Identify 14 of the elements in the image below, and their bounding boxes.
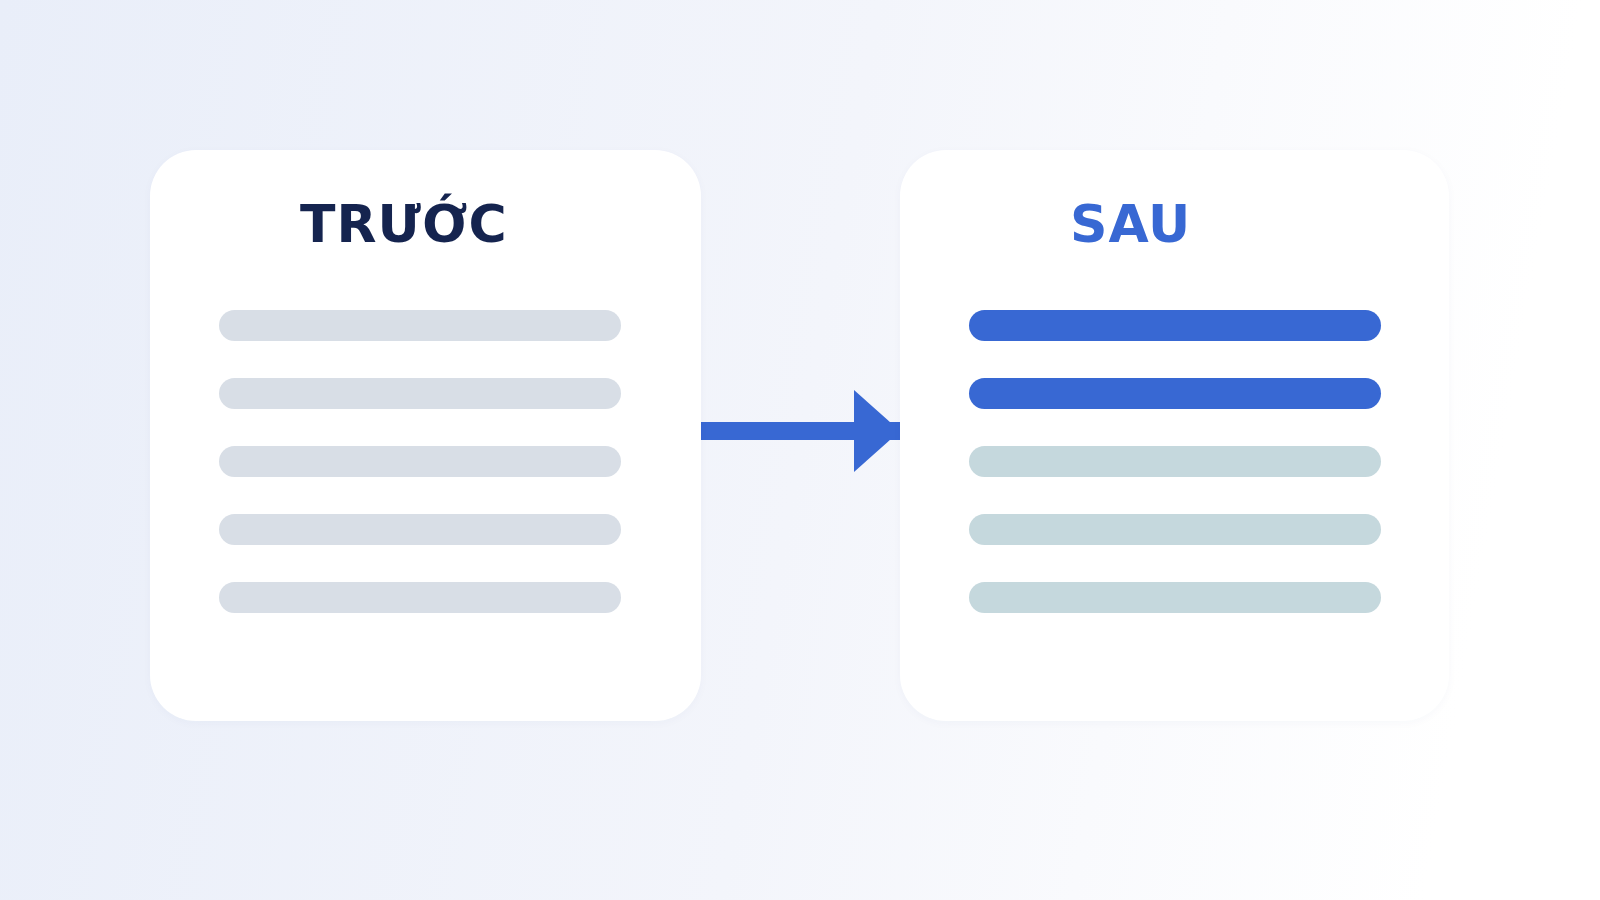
text-line-bar (969, 378, 1381, 409)
text-line-bar (219, 514, 621, 545)
arrow (701, 390, 900, 472)
text-line-bar (969, 310, 1381, 341)
card-title: TRƯỚC (300, 194, 508, 254)
card-title: SAU (1070, 194, 1192, 254)
text-line-bar (969, 582, 1381, 613)
text-line-bar (219, 582, 621, 613)
text-line-bar (969, 514, 1381, 545)
text-line-bar (969, 446, 1381, 477)
document-card (150, 150, 701, 721)
text-line-bar (219, 446, 621, 477)
text-line-bar (219, 310, 621, 341)
text-line-bar (219, 378, 621, 409)
